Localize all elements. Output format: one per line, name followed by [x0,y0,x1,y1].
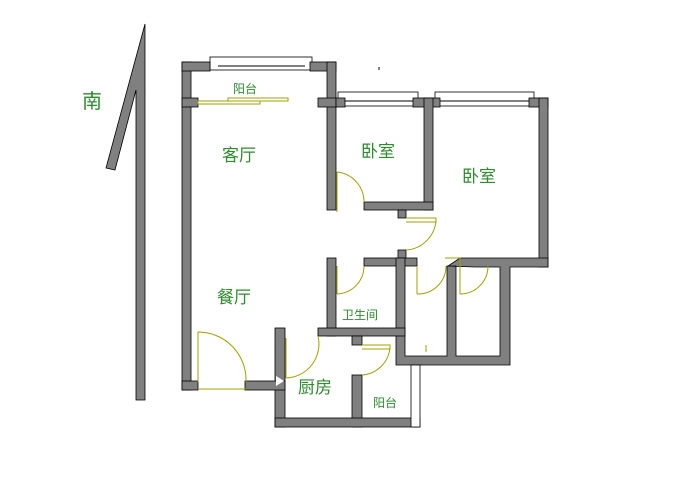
room-label-bathroom: 卫生间 [342,308,378,322]
room-label-dining-room: 餐厅 [217,288,251,308]
room-label-bedroom-2: 卧室 [462,167,496,187]
doors [197,97,489,390]
room-label-living-room: 客厅 [222,146,256,166]
compass-arrow [105,23,146,401]
compass-label: 南 [82,89,102,113]
room-label-kitchen: 厨房 [298,378,332,398]
room-label-balcony-bottom: 阳台 [373,395,397,410]
room-label-balcony-top: 阳台 [233,81,257,96]
room-label-bedroom-1: 卧室 [361,142,395,162]
windows [209,56,535,107]
walls [181,61,549,428]
